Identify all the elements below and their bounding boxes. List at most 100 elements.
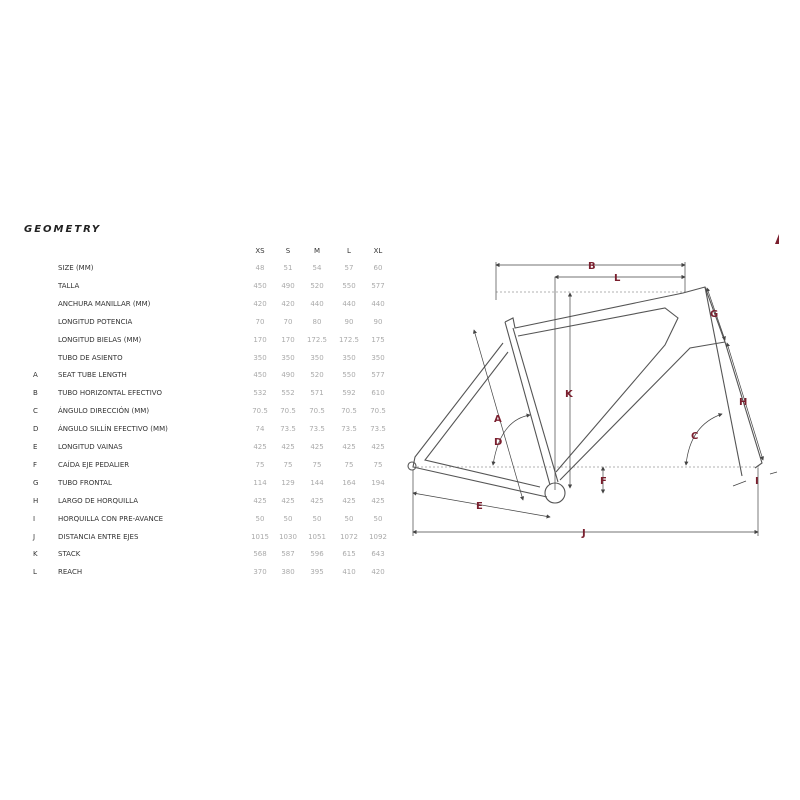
row-letter: K <box>33 550 38 559</box>
row-value: 1072 <box>340 532 358 541</box>
row-value: 350 <box>310 353 324 362</box>
row-value: 350 <box>342 353 356 362</box>
row-value: 54 <box>312 264 322 272</box>
row-value: 610 <box>371 389 385 398</box>
row-value: 50 <box>283 514 293 523</box>
row-value: 552 <box>281 389 295 398</box>
size-header: XS <box>255 247 265 255</box>
row-value: 70.5 <box>252 407 268 416</box>
row-value: 1051 <box>308 532 326 541</box>
row-value: 350 <box>253 353 267 362</box>
dim-label-h: H <box>739 397 747 408</box>
row-value: 75 <box>312 460 322 469</box>
row-label: CAÍDA EJE PEDALIER <box>58 460 130 469</box>
dim-label-d: D <box>494 437 502 448</box>
dim-label-a: A <box>494 414 502 425</box>
row-letter: D <box>33 425 39 434</box>
seat-stay-chainstay <box>412 342 548 498</box>
row-value: 395 <box>310 568 324 577</box>
row-letter: J <box>33 532 36 541</box>
row-value: 70 <box>255 317 265 326</box>
row-value: 50 <box>255 514 265 523</box>
row-label: HORQUILLA CON PRE-AVANCE <box>58 514 164 523</box>
row-value: 425 <box>253 443 267 451</box>
row-value: 75 <box>283 460 293 469</box>
row-value: 425 <box>371 496 385 505</box>
row-label: TUBO FRONTAL <box>58 478 112 487</box>
row-value: 532 <box>253 389 267 398</box>
dim-label-e: E <box>476 501 483 512</box>
row-value: 70.5 <box>309 407 325 416</box>
row-value: 170 <box>253 335 267 344</box>
row-value: 48 <box>255 264 265 272</box>
row-label: LONGITUD BIELAS (MM) <box>58 335 142 344</box>
row-value: 420 <box>371 568 385 577</box>
size-header: XL <box>373 247 383 255</box>
row-letter: F <box>33 460 38 469</box>
row-value: 380 <box>281 568 295 577</box>
row-value: 60 <box>373 264 383 272</box>
row-value: 75 <box>344 460 354 469</box>
table-header: XS S M L XL <box>0 247 400 261</box>
row-value: 175 <box>371 335 385 344</box>
row-value: 596 <box>310 550 324 559</box>
row-value: 172.5 <box>338 335 360 344</box>
row-value: 172.5 <box>306 335 328 344</box>
row-label: DISTANCIA ENTRE EJES <box>58 532 139 541</box>
row-label: ÁNGULO SILLÍN EFECTIVO (MM) <box>58 425 168 434</box>
row-value: 568 <box>253 550 267 559</box>
row-letter: B <box>33 389 38 398</box>
row-value: 592 <box>342 389 356 398</box>
row-value: 50 <box>344 514 354 523</box>
row-value: 450 <box>253 281 267 290</box>
row-value: 571 <box>310 389 324 398</box>
row-value: 615 <box>342 550 356 559</box>
row-value: 129 <box>281 478 295 487</box>
row-letter: G <box>33 478 39 487</box>
row-label: LONGITUD VAINAS <box>58 443 123 451</box>
row-label: ÁNGULO DIRECCIÓN (MM) <box>58 407 150 416</box>
row-value: 490 <box>281 371 295 380</box>
row-letter: L <box>33 568 37 577</box>
row-value: 70.5 <box>341 407 357 416</box>
row-value: 425 <box>310 443 324 451</box>
top-down-tube <box>504 286 726 481</box>
row-label: SEAT TUBE LENGTH <box>58 371 127 380</box>
row-value: 73.5 <box>370 425 386 434</box>
row-value: 425 <box>342 443 356 451</box>
row-value: 577 <box>371 281 385 290</box>
row-value: 1092 <box>369 532 387 541</box>
bike-frame <box>407 286 763 504</box>
row-value: 350 <box>281 353 295 362</box>
row-value: 425 <box>310 496 324 505</box>
dim-label-b: B <box>588 261 596 272</box>
row-value: 425 <box>281 443 295 451</box>
row-value: 170 <box>281 335 295 344</box>
geometry-title: GEOMETRY <box>24 224 102 235</box>
row-value: 50 <box>373 514 383 523</box>
row-letter: A <box>33 371 38 380</box>
row-value: 90 <box>344 317 354 326</box>
row-value: 370 <box>253 568 267 577</box>
row-value: 51 <box>283 264 293 272</box>
row-value: 587 <box>281 550 295 559</box>
row-value: 90 <box>373 317 383 326</box>
dim-label-j: J <box>581 528 586 539</box>
dim-label-g: G <box>710 309 718 320</box>
row-value: 75 <box>373 460 383 469</box>
row-value: 490 <box>281 281 295 290</box>
row-value: 70.5 <box>370 407 386 416</box>
row-value: 194 <box>371 478 385 487</box>
row-value: 425 <box>281 496 295 505</box>
row-label: ANCHURA MANILLAR (MM) <box>58 299 151 308</box>
row-label: LONGITUD POTENCIA <box>58 317 133 326</box>
